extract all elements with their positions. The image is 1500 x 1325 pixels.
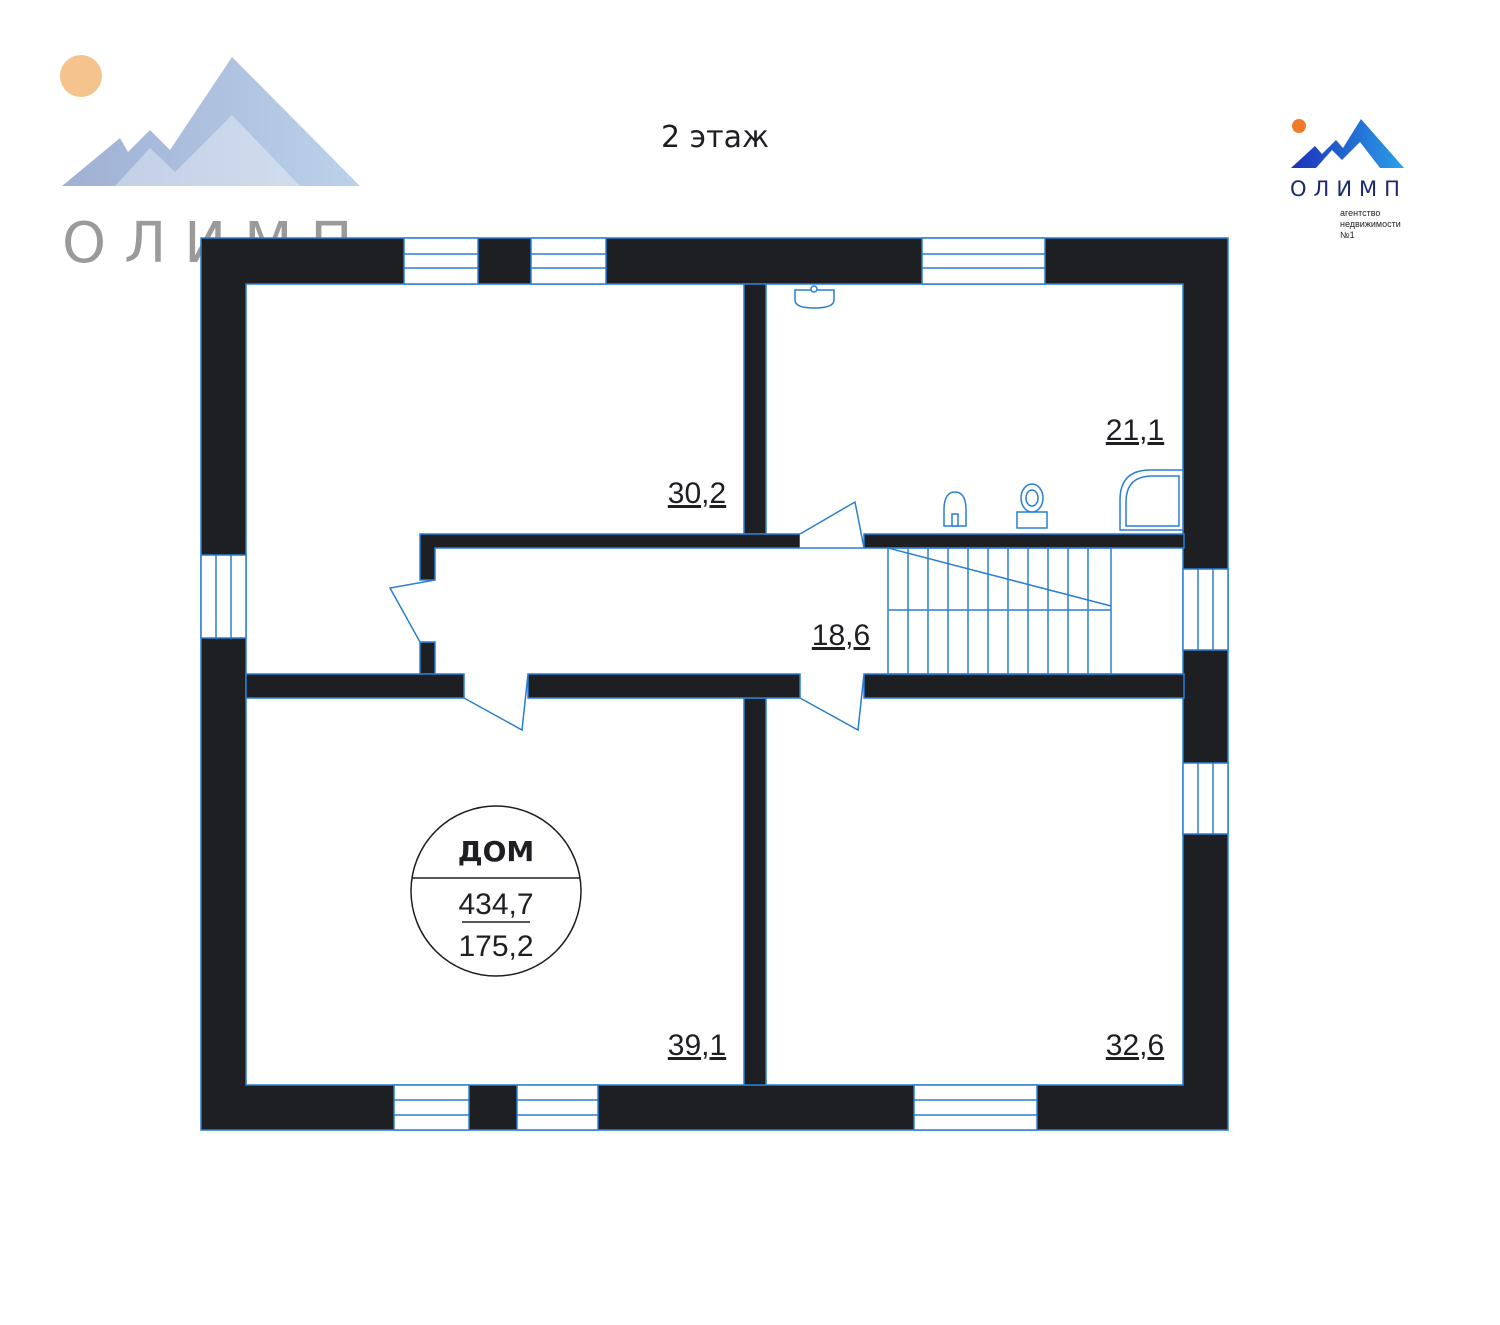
corridor-wall-top-right	[863, 533, 1185, 549]
brand-logo: ОЛИМП агентство недвижимости №1	[1290, 119, 1407, 240]
outer-wall	[200, 237, 1229, 1131]
house-total-area: 434,7	[458, 888, 533, 921]
wall-south-3	[863, 673, 1185, 699]
bathroom-fixtures	[794, 285, 1184, 531]
mountain-icon	[62, 57, 360, 186]
door-se	[799, 673, 865, 732]
window-left	[200, 554, 247, 639]
wall-south-1	[245, 673, 465, 699]
windows	[200, 237, 1229, 1131]
walls	[200, 237, 1229, 1131]
door-ne	[799, 500, 865, 549]
corridor-stub-left	[419, 641, 436, 675]
room-area-label: 32,6	[1106, 1029, 1164, 1062]
window-right-2	[1182, 762, 1229, 835]
house-floor-area: 175,2	[458, 930, 533, 963]
window-bottom-3	[913, 1084, 1038, 1131]
window-top-3	[921, 237, 1046, 285]
door-nw	[388, 579, 436, 643]
window-bottom-2	[516, 1084, 599, 1131]
room-area-label: 39,1	[668, 1029, 726, 1062]
room-labels: 30,2 21,1 18,6 39,1 32,6	[668, 414, 1164, 1062]
room-area-label: 21,1	[1106, 414, 1164, 447]
sink-icon	[794, 289, 835, 309]
logo-sun-icon	[1292, 119, 1306, 133]
house-badge-title: ДОМ	[458, 835, 535, 868]
room-area-label: 18,6	[812, 619, 870, 652]
corridor-wall-top	[419, 533, 801, 581]
logo-tagline-2: недвижимости	[1340, 219, 1401, 229]
logo-brand: ОЛИМП	[1290, 177, 1407, 201]
door-sw	[463, 673, 529, 732]
logo-tagline-1: агентство	[1340, 208, 1380, 218]
room-area-label: 30,2	[668, 477, 726, 510]
logo-mountain-icon	[1291, 119, 1404, 168]
bidet-icon	[943, 491, 967, 527]
wall-sw-se	[743, 697, 767, 1086]
window-top-2	[530, 237, 607, 285]
house-area-badge: ДОМ 434,7 175,2	[410, 805, 582, 977]
staircase	[887, 547, 1112, 675]
toilet-icon	[1016, 483, 1048, 529]
sun-icon	[60, 55, 102, 97]
wall-south-2	[527, 673, 801, 699]
doors	[388, 500, 865, 732]
logo-tagline-3: №1	[1340, 230, 1355, 240]
window-bottom-1	[393, 1084, 470, 1131]
window-top-1	[403, 237, 479, 285]
floor-title: 2 этаж	[661, 120, 769, 155]
wall-nw-ne	[743, 283, 767, 535]
window-right-1	[1182, 568, 1229, 651]
